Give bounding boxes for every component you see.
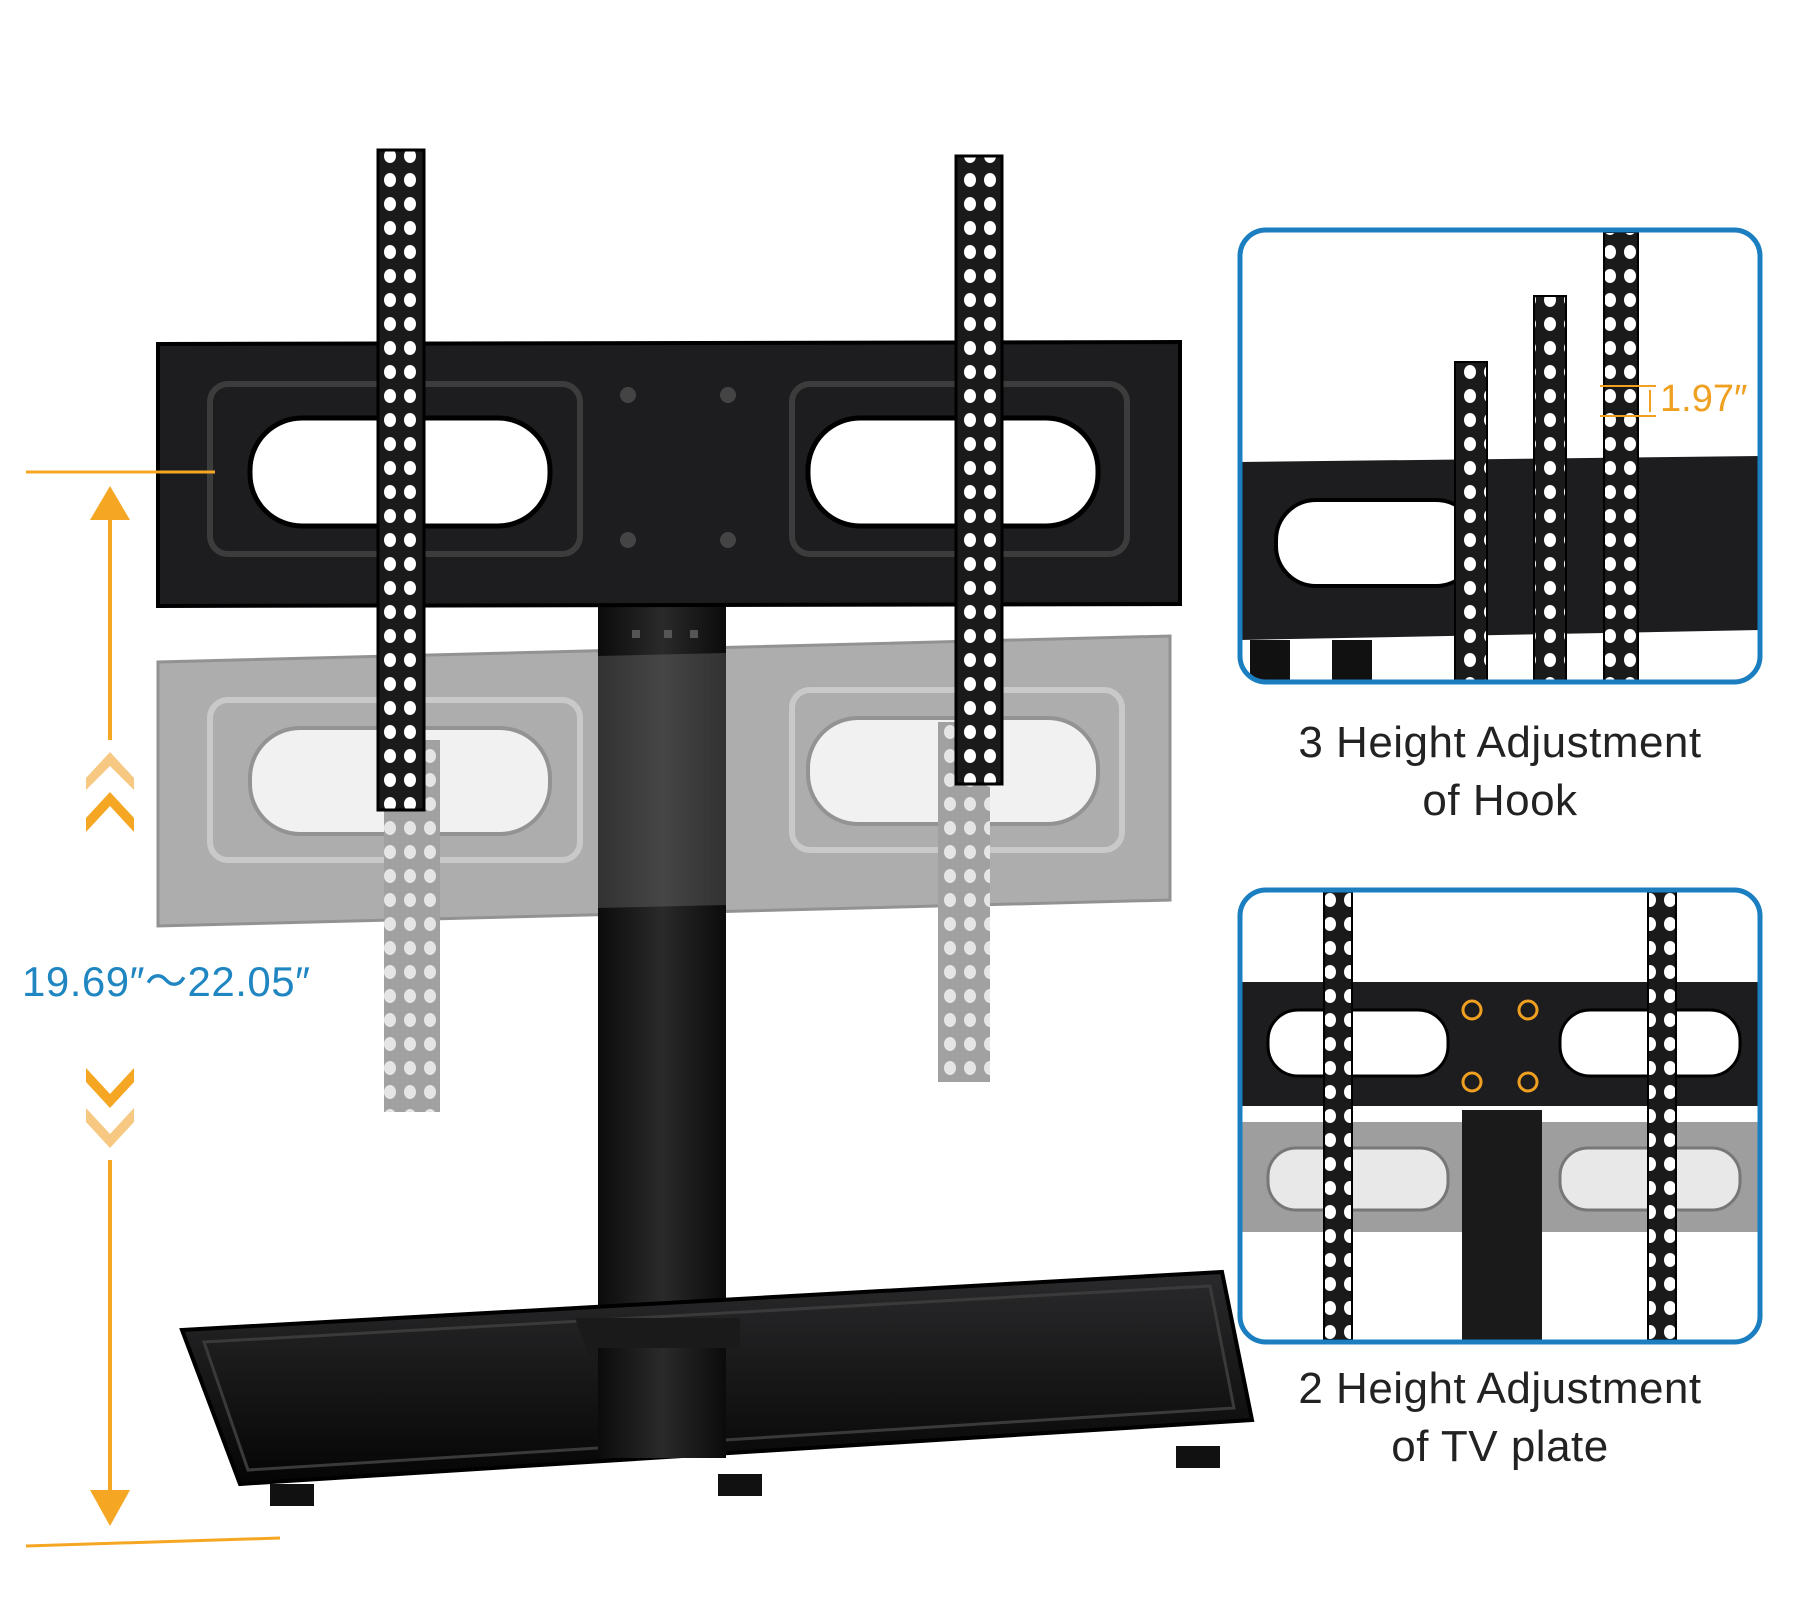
hook-step-measurement: 1.97″ <box>1660 378 1748 420</box>
hook-detail-panel <box>1237 227 1763 685</box>
right-hook <box>954 154 1004 786</box>
plate-caption-line2: of TV plate <box>1391 1422 1609 1471</box>
center-pole <box>598 600 726 1320</box>
main-stand <box>156 148 1255 1506</box>
plate-detail-panel <box>1237 887 1763 1345</box>
hook-caption-line2: of Hook <box>1422 776 1578 825</box>
glass-base <box>179 1269 1255 1506</box>
plate-caption: 2 Height Adjustment of TV plate <box>1240 1360 1760 1476</box>
plate-caption-line1: 2 Height Adjustment <box>1298 1364 1702 1413</box>
height-range-label: 19.69″～22.05″ <box>22 958 311 1005</box>
left-hook <box>376 148 426 812</box>
hook-caption: 3 Height Adjustment of Hook <box>1240 714 1760 830</box>
tv-plate <box>156 339 1182 609</box>
hook-caption-line1: 3 Height Adjustment <box>1298 718 1702 767</box>
height-arrow <box>25 470 281 1548</box>
